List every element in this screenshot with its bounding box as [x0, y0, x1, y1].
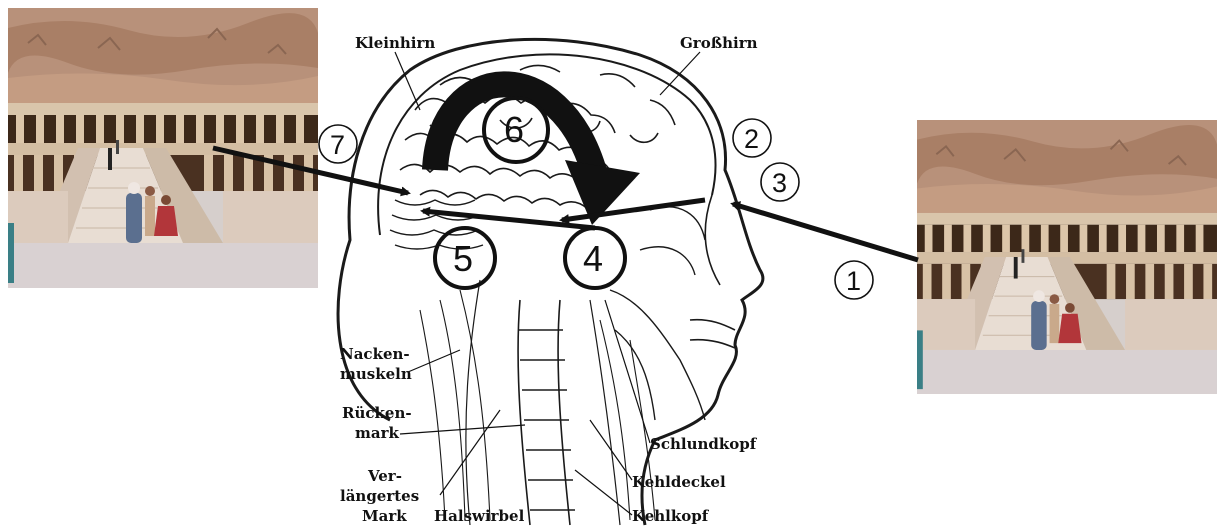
label-nacken-2: muskeln: [340, 365, 412, 383]
label-kehldeckel: Kehldeckel: [632, 473, 726, 491]
label-nacken-1: Nacken-: [340, 345, 410, 363]
right-temple-photo: [917, 120, 1217, 394]
step-4-number: 4: [583, 238, 603, 279]
arrow-right-photo-to-eye: [733, 204, 918, 260]
step-5-number: 5: [453, 238, 473, 279]
label-ruecken-2: mark: [355, 424, 399, 442]
label-kleinhirn: Kleinhirn: [355, 34, 435, 52]
step-1-marker: 1: [846, 266, 861, 296]
connection-arrows: [213, 148, 918, 260]
step-6-number: 6: [504, 109, 524, 150]
label-halswirbel: Halswirbel: [434, 507, 525, 525]
label-grosshirn: Großhirn: [680, 34, 758, 52]
label-ver-3: Mark: [362, 507, 407, 525]
step-3-marker: 3: [772, 168, 787, 198]
label-ruecken-1: Rücken-: [342, 404, 412, 422]
label-ver-2: längertes: [340, 487, 419, 505]
left-temple-photo: [8, 8, 318, 288]
step-2-marker: 2: [744, 124, 759, 154]
label-ver-1: Ver-: [367, 467, 402, 485]
label-kehlkopf: Kehlkopf: [632, 507, 710, 525]
step-7-marker: 7: [330, 130, 345, 160]
label-schlundkopf: Schlundkopf: [650, 435, 758, 453]
